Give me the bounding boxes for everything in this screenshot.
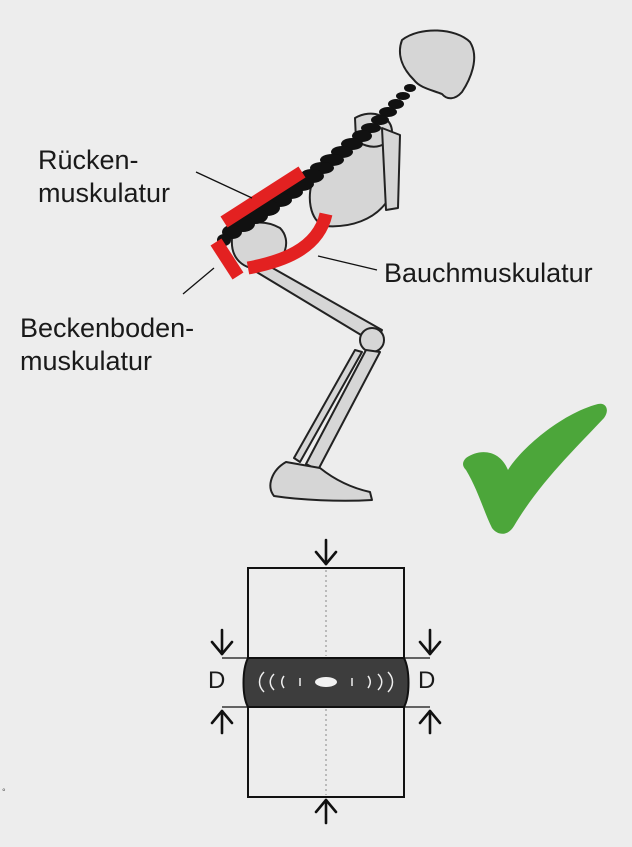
- arrow-icon-bottom: [316, 800, 336, 823]
- label-becken-line1: Beckenboden-: [20, 312, 194, 345]
- arrow-icon-right-up: [420, 711, 440, 733]
- arrow-icon-left-down: [212, 630, 232, 654]
- disc-label-right: D: [418, 667, 435, 695]
- arrow-icon-left-up: [212, 711, 232, 733]
- tibia: [306, 350, 380, 470]
- corner-mark: °: [2, 787, 6, 797]
- label-bauch-text: Bauchmuskulatur: [384, 257, 593, 290]
- check-icon: [463, 404, 607, 534]
- arrow-icon-top: [316, 540, 336, 564]
- leader-ruecken: [196, 172, 252, 198]
- label-ruecken-line1: Rücken-: [38, 144, 170, 177]
- label-bauch: Bauchmuskulatur: [384, 257, 593, 290]
- arrow-icon-right-down: [420, 630, 440, 654]
- foot: [270, 462, 372, 501]
- leader-becken: [183, 268, 214, 294]
- nucleus: [315, 677, 337, 687]
- disc-label-left-text: D: [208, 667, 225, 695]
- knee: [360, 328, 384, 352]
- label-becken: Beckenboden- muskulatur: [20, 312, 194, 378]
- upper-arm: [382, 128, 400, 210]
- label-ruecken: Rücken- muskulatur: [38, 144, 170, 210]
- disc-label-left: D: [208, 667, 225, 695]
- disc-label-right-text: D: [418, 667, 435, 695]
- leader-bauch: [318, 256, 377, 270]
- label-ruecken-line2: muskulatur: [38, 177, 170, 210]
- label-becken-line2: muskulatur: [20, 345, 194, 378]
